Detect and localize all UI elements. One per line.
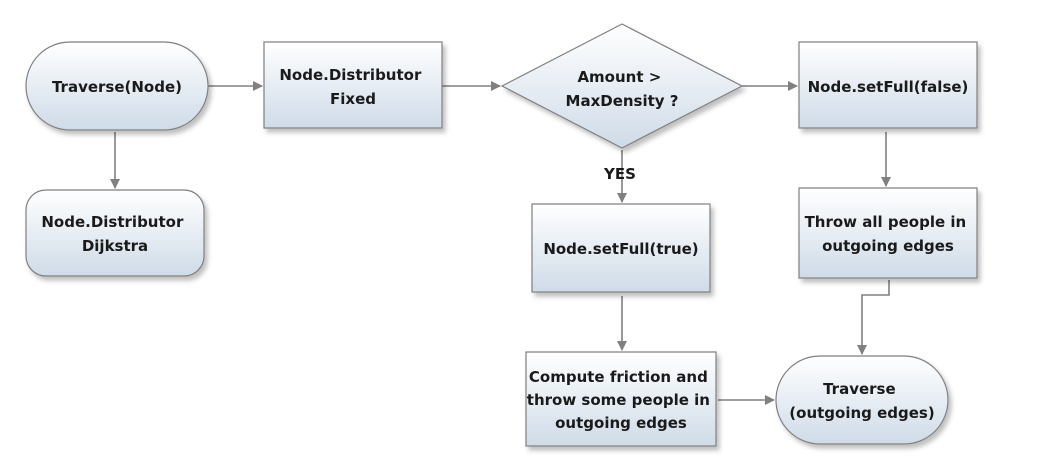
- node-distributor-fixed: Node.Distributor Fixed: [263, 41, 443, 129]
- node-decision-label: Amount > MaxDensity ?: [566, 68, 679, 110]
- node-traverse-edges-label: Traverse (outgoing edges): [789, 380, 934, 422]
- process-shape: [25, 189, 205, 277]
- arrow-throw-all-to-traverse-edges: [857, 280, 890, 355]
- process-shape: [798, 41, 978, 129]
- process-shape: [798, 187, 978, 279]
- edge-label-yes: YES: [603, 165, 636, 183]
- terminator-shape: [25, 41, 209, 131]
- node-traverse-node-label: Traverse(Node): [52, 78, 182, 96]
- node-distributor-dijkstra: Node.Distributor Dijkstra: [25, 189, 205, 277]
- process-shape: [525, 351, 717, 447]
- node-setfull-true-label: Node.setFull(true): [543, 240, 698, 258]
- node-fixed-label: Node.Distributor Fixed: [279, 66, 426, 108]
- connectors: [110, 81, 891, 405]
- process-shape: [263, 41, 443, 129]
- process-shape: [531, 203, 711, 293]
- node-traverse-node: Traverse(Node): [25, 41, 209, 131]
- decision-shape: [500, 23, 744, 149]
- node-throw-all: Throw all people in outgoing edges: [798, 187, 978, 279]
- node-setfull-true: Node.setFull(true): [531, 203, 711, 293]
- node-dijkstra-label: Node.Distributor Dijkstra: [41, 213, 188, 255]
- node-setfull-false: Node.setFull(false): [798, 41, 978, 129]
- node-compute-friction: Compute friction and throw some people i…: [525, 351, 717, 447]
- node-compute-friction-label: Compute friction and throw some people i…: [527, 368, 715, 432]
- terminator-shape: [775, 355, 949, 445]
- node-traverse-edges: Traverse (outgoing edges): [775, 355, 949, 445]
- node-throw-all-label: Throw all people in outgoing edges: [805, 213, 972, 255]
- node-decision-max-density: Amount > MaxDensity ?: [500, 23, 744, 149]
- node-setfull-false-label: Node.setFull(false): [808, 78, 969, 96]
